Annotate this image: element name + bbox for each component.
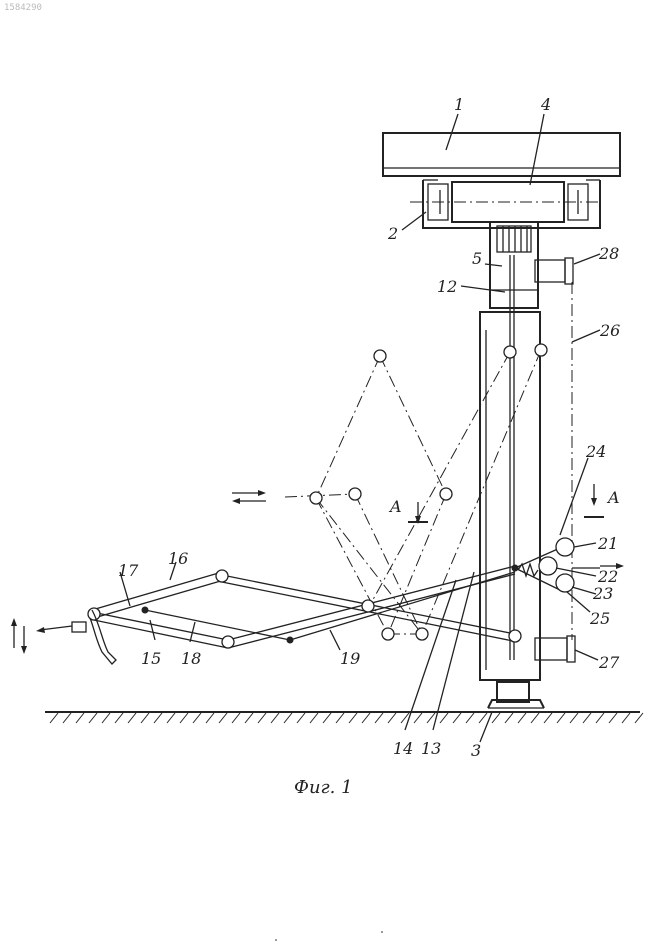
- label-24: 24: [585, 442, 606, 461]
- floor-hatch-stroke: [115, 713, 123, 723]
- label-1: 1: [454, 95, 464, 114]
- label-15: 15: [141, 649, 161, 668]
- floor-hatch-stroke: [622, 713, 630, 723]
- floor-hatch-stroke: [453, 713, 461, 723]
- floor-hatch-stroke: [206, 713, 214, 723]
- floor-hatch-stroke: [284, 713, 292, 723]
- drive-28: [535, 258, 573, 284]
- leader-lines: [120, 114, 600, 742]
- floor-hatch-stroke: [76, 713, 84, 723]
- floor-hatch-stroke: [388, 713, 396, 723]
- floor-hatch-stroke: [466, 713, 474, 723]
- floor-hatch-stroke: [219, 713, 227, 723]
- floor-hatch-stroke: [544, 713, 552, 723]
- label-3: 3: [471, 741, 481, 760]
- label-4: 4: [540, 95, 551, 114]
- floor-hatch-stroke: [193, 713, 201, 723]
- floor-hatch-stroke: [635, 713, 643, 723]
- floor-hatch-stroke: [154, 713, 162, 723]
- floor-hatch-stroke: [349, 713, 357, 723]
- floor-hatch-stroke: [310, 713, 318, 723]
- label-5: 5: [472, 249, 482, 268]
- floor-hatch-stroke: [427, 713, 435, 723]
- floor-hatch-stroke: [245, 713, 253, 723]
- floor-hatch-stroke: [583, 713, 591, 723]
- floor-hatch-stroke: [323, 713, 331, 723]
- carriage-2: [410, 180, 600, 228]
- label-23: 23: [592, 584, 613, 603]
- floor-hatch-stroke: [557, 713, 565, 723]
- label-18: 18: [181, 649, 201, 668]
- label-21: 21: [597, 534, 618, 553]
- links-13-14: [405, 572, 474, 730]
- floor-hatch-stroke: [89, 713, 97, 723]
- floor-hatch-stroke: [492, 713, 500, 723]
- floor-hatch-stroke: [570, 713, 578, 723]
- floor-hatch-stroke: [336, 713, 344, 723]
- floor-hatch-stroke: [518, 713, 526, 723]
- floor-hatch-stroke: [440, 713, 448, 723]
- floor-hatch-stroke: [102, 713, 110, 723]
- floor-base-3: [45, 682, 643, 723]
- floor-hatch-stroke: [362, 713, 370, 723]
- label-13: 13: [421, 739, 441, 758]
- label-section-a-left: A: [388, 497, 402, 516]
- label-25: 25: [589, 609, 610, 628]
- floor-hatch-stroke: [297, 713, 305, 723]
- stray-mark: [275, 939, 277, 941]
- pulley-block-21-25: [518, 538, 600, 592]
- floor-hatch-stroke: [63, 713, 71, 723]
- floor-hatch-stroke: [596, 713, 604, 723]
- manipulator-arm: [88, 548, 560, 648]
- floor-hatch-stroke: [414, 713, 422, 723]
- floor-hatch-stroke: [50, 713, 58, 723]
- label-section-a-right: A: [606, 488, 620, 507]
- floor-hatch-stroke: [609, 713, 617, 723]
- stray-mark: [381, 931, 383, 933]
- floor-hatch-stroke: [167, 713, 175, 723]
- label-27: 27: [598, 653, 620, 672]
- archive-stamp: 1584290: [4, 3, 42, 13]
- floor-hatch-stroke: [128, 713, 136, 723]
- label-12: 12: [437, 277, 457, 296]
- floor-hatch-stroke: [531, 713, 539, 723]
- section-markers-a-a: [408, 484, 604, 524]
- floor-hatch-stroke: [232, 713, 240, 723]
- floor-hatch-stroke: [141, 713, 149, 723]
- floor-hatch-stroke: [180, 713, 188, 723]
- floor-hatch-stroke: [258, 713, 266, 723]
- floor-hatch-stroke: [271, 713, 279, 723]
- label-16: 16: [168, 549, 188, 568]
- label-28: 28: [598, 244, 619, 263]
- column-main: [480, 255, 540, 680]
- floor-hatch-stroke: [375, 713, 383, 723]
- figure-caption: Фиг. 1: [294, 777, 353, 798]
- label-19: 19: [340, 649, 360, 668]
- label-2: 2: [387, 224, 398, 243]
- overhead-rail-1: [383, 133, 620, 176]
- label-17: 17: [118, 561, 139, 580]
- label-26: 26: [599, 321, 620, 340]
- floor-hatch-stroke: [505, 713, 513, 723]
- label-14: 14: [393, 739, 413, 758]
- floor-hatch-stroke: [479, 713, 487, 723]
